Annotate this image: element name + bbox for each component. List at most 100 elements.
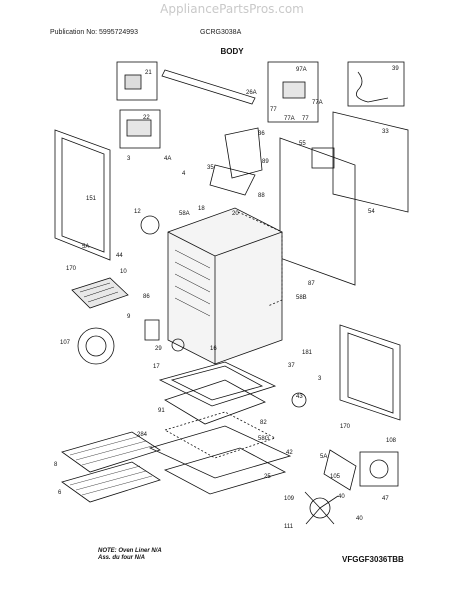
oven-liner-note: NOTE: Oven Liner N/A Ass. du four N/A (98, 548, 162, 562)
callout-22: 22 (143, 115, 150, 121)
callout-40: 40 (338, 494, 345, 500)
part-22-box (119, 109, 161, 149)
part-42-drawer-tray (148, 425, 292, 479)
part-3-side-panel-right (339, 324, 401, 421)
callout-181: 181 (302, 350, 313, 356)
part-55-cover (311, 147, 335, 169)
part-25-drawer-bottom (163, 447, 287, 495)
callout-10: 10 (120, 269, 127, 275)
diagram-code: VFGGF3036TBB (342, 555, 404, 564)
callout-108: 108 (386, 438, 397, 444)
callout-47: 47 (382, 496, 389, 502)
callout-25: 25 (264, 474, 271, 480)
callout-5a-b: 5A (320, 454, 327, 460)
callout-111: 111 (284, 524, 294, 530)
site-watermark: AppliancePartsPros.com (160, 2, 304, 16)
callout-54: 54 (368, 209, 375, 215)
callout-58a: 58A (179, 211, 190, 217)
callout-36: 36 (258, 131, 265, 137)
callout-97a: 97A (296, 67, 307, 73)
part-33-back-panel (332, 111, 409, 213)
callout-4a: 4A (164, 156, 171, 162)
callout-8: 8 (54, 462, 58, 468)
callout-77a: 77A (312, 100, 323, 106)
callout-151: 151 (86, 196, 97, 202)
callout-40-b: 40 (356, 516, 363, 522)
callout-5a: 5A (82, 244, 89, 250)
callout-55: 55 (299, 141, 306, 147)
part-109-blades (304, 491, 339, 525)
callout-44: 44 (116, 253, 123, 259)
note-line-1: NOTE: Oven Liner N/A (98, 548, 162, 554)
part-26a-strip (161, 69, 256, 105)
part-17-tray (158, 361, 277, 407)
callout-35: 35 (207, 165, 214, 171)
callout-82: 82 (260, 420, 267, 426)
callout-89: 89 (262, 159, 269, 165)
part-21-bracket (124, 74, 142, 90)
callout-43: 43 (296, 394, 303, 400)
part-10-broil-element (71, 277, 129, 309)
callout-77: 77 (270, 107, 277, 113)
part-3-inner (61, 137, 105, 253)
callout-29: 29 (155, 346, 162, 352)
callout-77a-2: 77A (284, 116, 295, 122)
callout-6: 6 (58, 490, 62, 496)
part-16-cap (171, 338, 185, 352)
part-22-bracket (126, 119, 152, 137)
part-10-grill (79, 282, 119, 303)
model-number: GCRG3038A (200, 29, 242, 36)
oven-cavity (167, 207, 283, 365)
part-35-bracket (209, 164, 256, 196)
part-36-shield (224, 127, 263, 179)
section-title: BODY (220, 47, 244, 56)
callout-170-b: 170 (340, 424, 351, 430)
callout-16: 16 (210, 346, 217, 352)
part-8-oven-rack (61, 431, 161, 473)
oven-racks-lines (174, 249, 211, 317)
part-40-bracket (323, 449, 357, 491)
part-97a-switch (282, 81, 306, 99)
callout-39: 39 (392, 66, 399, 72)
callout-58g: 58G (258, 436, 270, 442)
part-3-side-panel-left (54, 129, 111, 261)
callout-37: 37 (288, 363, 295, 369)
callout-3: 3 (127, 156, 131, 162)
callout-9: 9 (127, 314, 131, 320)
callout-18: 18 (198, 206, 205, 212)
part-82-frame (164, 379, 266, 425)
part-8-rack-wires (69, 435, 153, 466)
part-21-box (116, 61, 158, 101)
callout-87: 87 (308, 281, 315, 287)
part-39-box (347, 61, 405, 107)
part-17-inner (170, 365, 264, 401)
note-line-2: Ass. du four N/A (98, 555, 146, 561)
callout-21: 21 (145, 70, 152, 76)
part-12-knob (140, 215, 160, 235)
callout-26a: 26A (246, 90, 257, 96)
callout-33: 33 (382, 129, 389, 135)
part-39-cord (355, 71, 389, 103)
callout-17: 17 (153, 364, 160, 370)
callout-20: 20 (232, 211, 239, 217)
callout-107: 107 (60, 340, 71, 346)
part-58g-insulation (163, 411, 277, 459)
part-6-rack-wires (69, 465, 153, 496)
callout-284: 284 (137, 432, 148, 438)
part-108-motor-hub (369, 459, 389, 479)
part-6-oven-rack (61, 461, 161, 503)
part-109-fan-blade (309, 497, 331, 519)
callout-86: 86 (143, 294, 150, 300)
callout-105: 105 (330, 474, 341, 480)
part-108-fan-motor (359, 451, 399, 487)
callout-42: 42 (286, 450, 293, 456)
part-55-rear-frame (279, 137, 356, 286)
part-29-clip (144, 319, 160, 341)
part-43-screw (291, 392, 307, 408)
callout-4: 4 (182, 171, 186, 177)
callout-77-b: 77 (302, 116, 309, 122)
part-107-fan-hub (85, 335, 107, 357)
callout-3-b: 3 (318, 376, 322, 382)
part-97a-box (267, 61, 319, 123)
part-58b-insulation (237, 211, 283, 307)
